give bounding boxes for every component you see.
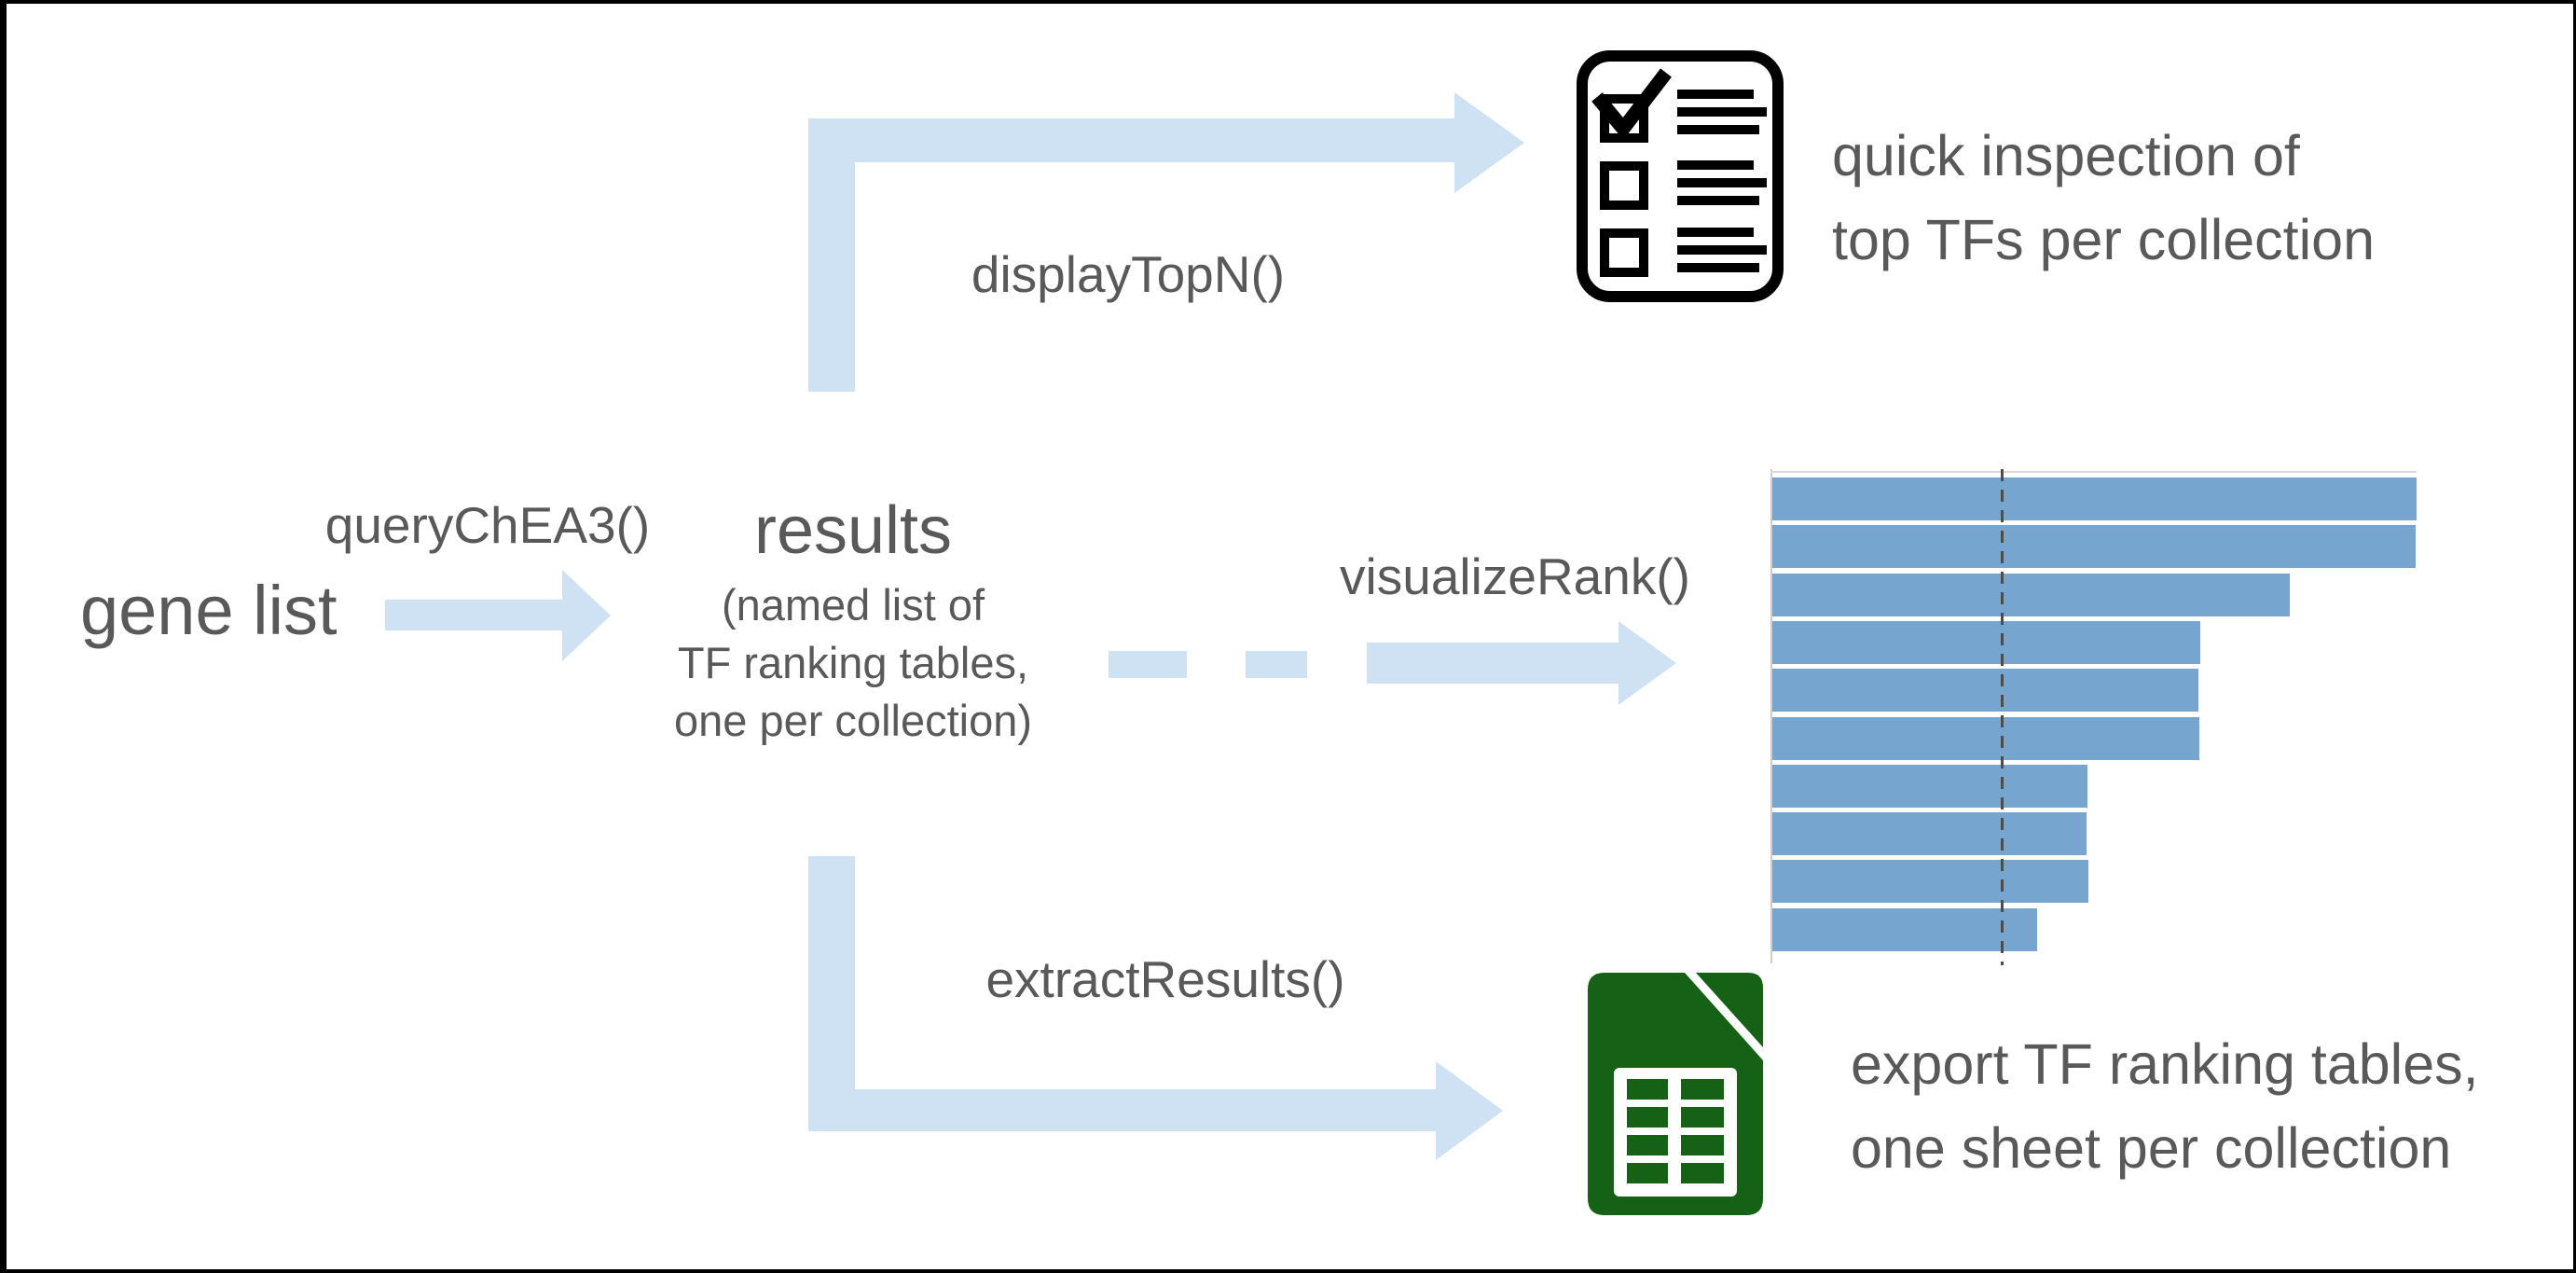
display-topn-label: displayTopN() bbox=[971, 245, 1286, 303]
chart-top-line bbox=[1770, 471, 2417, 473]
arrow-head bbox=[1454, 92, 1524, 193]
chart-bar-8 bbox=[1772, 812, 2087, 856]
dash-segment bbox=[1109, 651, 1187, 678]
dash-segment bbox=[1246, 651, 1307, 678]
query-chea3-label: queryChEA3() bbox=[324, 496, 651, 554]
caption-export-line1: export TF ranking tables, bbox=[1851, 1032, 2479, 1096]
gene-list-node: gene list bbox=[80, 572, 337, 649]
checklist-icon bbox=[1577, 50, 1784, 302]
chart-bar-5 bbox=[1772, 669, 2198, 713]
frame-right bbox=[2573, 0, 2576, 1273]
rank-bar-chart bbox=[1770, 469, 2432, 965]
frame-bottom bbox=[0, 1269, 2576, 1273]
caption-export-line2: one sheet per collection bbox=[1851, 1116, 2452, 1180]
arrow-head bbox=[562, 570, 611, 661]
chart-bar-6 bbox=[1772, 716, 2199, 760]
caption-export: export TF ranking tables, one sheet per … bbox=[1851, 1022, 2479, 1190]
chart-bar-3 bbox=[1772, 573, 2290, 616]
arrow-head bbox=[1619, 621, 1676, 705]
spreadsheet-icon bbox=[1588, 973, 1763, 1215]
caption-inspection-line2: top TFs per collection bbox=[1832, 208, 2376, 271]
chart-bar-1 bbox=[1772, 477, 2417, 520]
chart-bar-4 bbox=[1772, 620, 2200, 664]
results-subtitle-line2: TF ranking tables, bbox=[677, 638, 1029, 687]
caption-inspection: quick inspection of top TFs per collecti… bbox=[1832, 114, 2375, 282]
results-subtitle-line1: (named list of bbox=[721, 580, 985, 630]
frame-left bbox=[0, 0, 7, 1273]
chart-bar-2 bbox=[1772, 525, 2416, 569]
caption-inspection-line1: quick inspection of bbox=[1832, 124, 2300, 187]
chart-reference-line bbox=[2001, 469, 2004, 965]
extract-results-label: extractResults() bbox=[985, 950, 1345, 1008]
results-subtitle-line3: one per collection) bbox=[673, 696, 1033, 745]
chart-y-axis bbox=[1770, 469, 1772, 963]
results-node-subtitle: (named list of TF ranking tables, one pe… bbox=[667, 576, 1040, 750]
results-node-title: results bbox=[753, 493, 953, 568]
chart-bar-7 bbox=[1772, 764, 2087, 808]
arrow-head bbox=[1436, 1061, 1503, 1160]
visualize-rank-label: visualizeRank() bbox=[1340, 547, 1690, 605]
chart-bar-10 bbox=[1772, 907, 2037, 951]
chart-bar-9 bbox=[1772, 860, 2088, 904]
frame-top bbox=[0, 0, 2576, 4]
